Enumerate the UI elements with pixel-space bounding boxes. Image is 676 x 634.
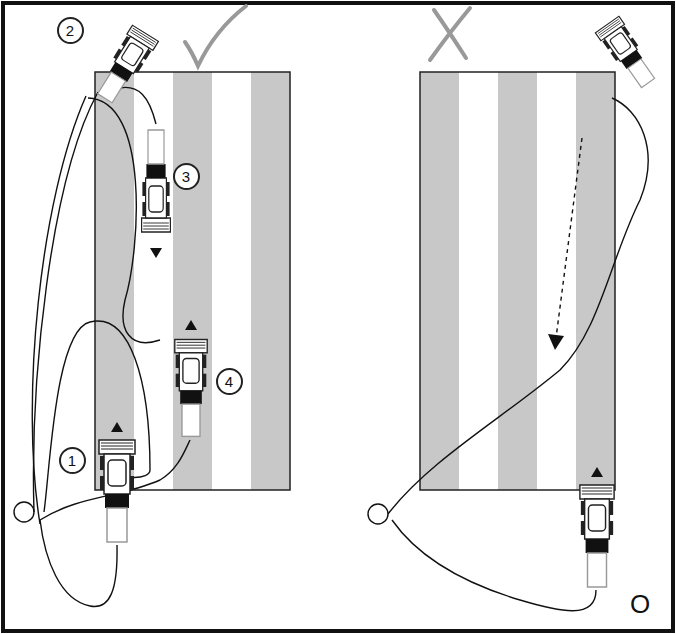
callout-number: 4	[225, 374, 233, 389]
callout-circle: 1	[59, 447, 86, 474]
callout-circle: 3	[173, 163, 200, 190]
callout-circle: 2	[57, 17, 84, 44]
callout-number: 2	[66, 23, 74, 38]
callout-number: 1	[68, 453, 76, 468]
callout-number: 3	[182, 169, 190, 184]
callout-circle: 4	[216, 368, 243, 395]
figure-letter: O	[630, 591, 650, 617]
